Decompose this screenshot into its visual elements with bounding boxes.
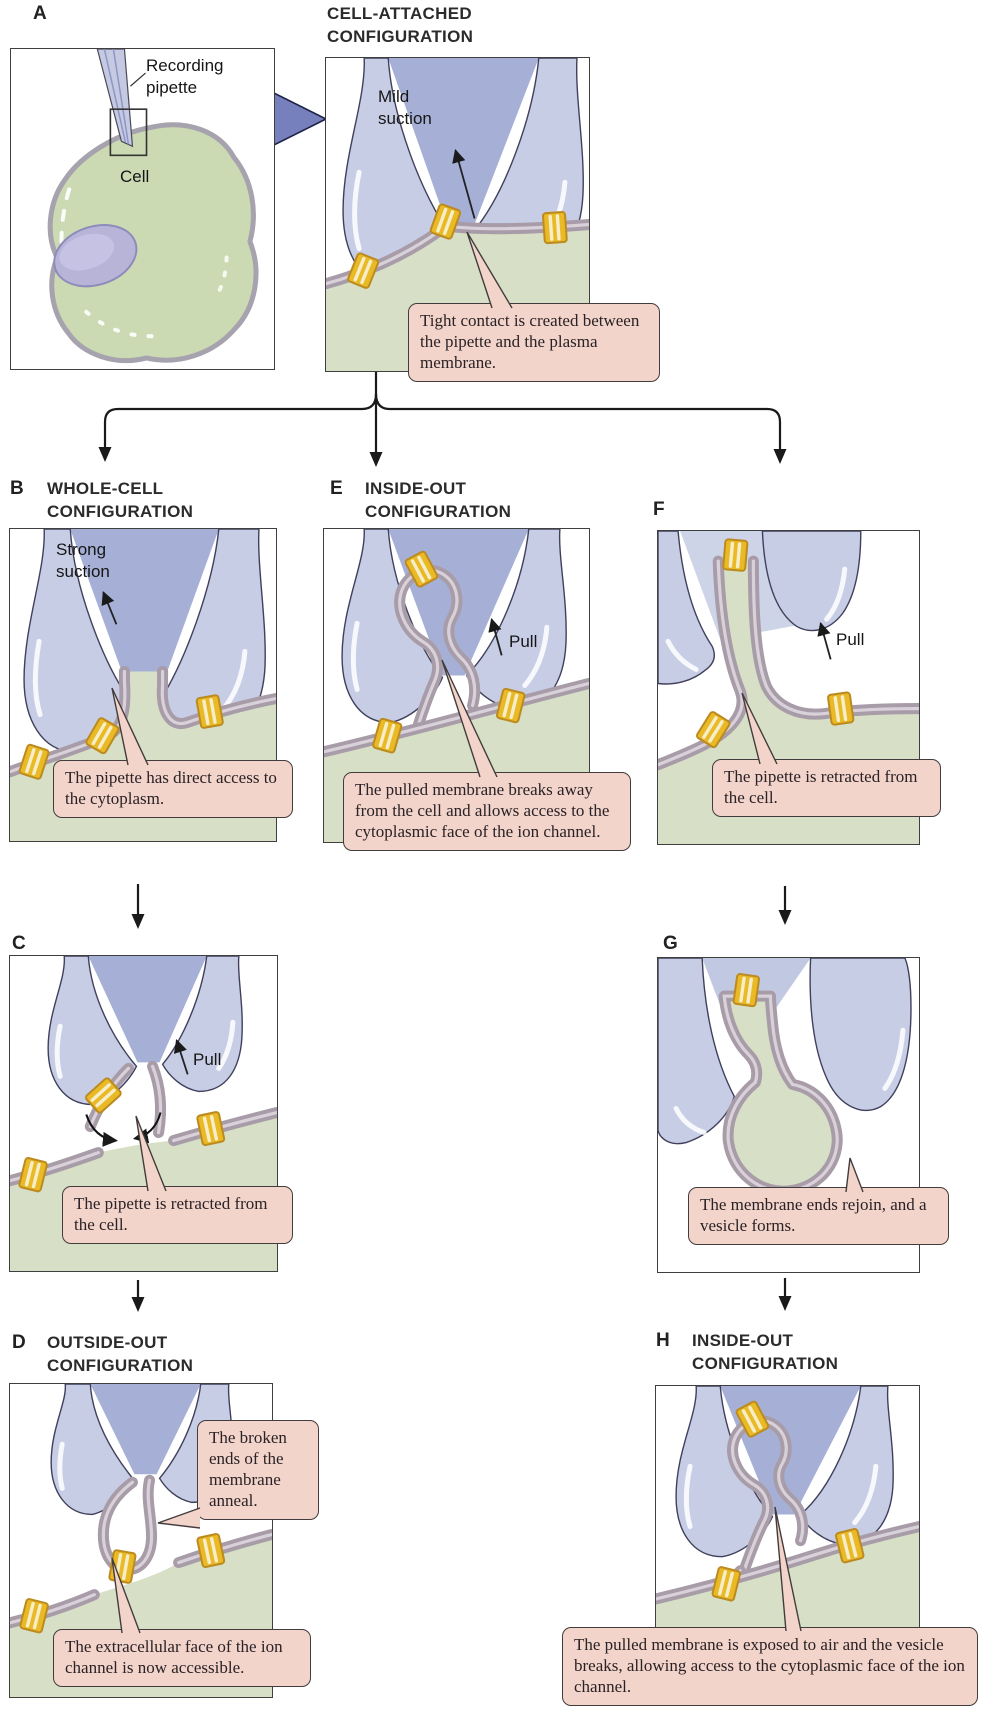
- branch-middle-arrowhead: [369, 452, 383, 467]
- title-inside-out-h-line2: CONFIGURATION: [692, 1354, 839, 1373]
- pipette: [23, 529, 266, 753]
- title-inside-out-e: INSIDE-OUT CONFIGURATION: [365, 477, 511, 523]
- title-cell-attached: CELL-ATTACHED CONFIGURATION: [327, 2, 473, 48]
- title-outside-out: OUTSIDE-OUT CONFIGURATION: [47, 1331, 193, 1377]
- title-cell-attached-line2: CONFIGURATION: [327, 27, 474, 46]
- ion-channel: [732, 972, 761, 1008]
- title-outside-out-line1: OUTSIDE-OUT: [47, 1333, 168, 1352]
- pull-arrow: [817, 621, 832, 660]
- callout-d-extracellular: The extracellular face of the ion channe…: [53, 1629, 311, 1687]
- pull-arrow: [173, 1038, 189, 1075]
- panel-g-illustration: [658, 958, 912, 1197]
- callout-c: The pipette is retracted from the cell.: [62, 1186, 293, 1244]
- callout-d-broken-ends: The broken ends of the membrane anneal.: [197, 1420, 319, 1520]
- strong-suction-arrow: [101, 590, 118, 625]
- cell-label: Cell: [120, 167, 150, 186]
- title-outside-out-line2: CONFIGURATION: [47, 1356, 194, 1375]
- title-inside-out-h: INSIDE-OUT CONFIGURATION: [692, 1329, 838, 1375]
- panel-letter-a: A: [33, 3, 47, 24]
- branch-left-line: [103, 393, 378, 451]
- panel-a-illustration: [47, 49, 259, 364]
- title-whole-cell: WHOLE-CELL CONFIGURATION: [47, 477, 193, 523]
- panel-h: [655, 1385, 920, 1630]
- title-inside-out-e-line2: CONFIGURATION: [365, 502, 512, 521]
- panel-a: [10, 48, 275, 370]
- title-whole-cell-line2: CONFIGURATION: [47, 502, 194, 521]
- panel-h-illustration: [656, 1386, 919, 1629]
- mild-suction-label: Mild suction: [378, 87, 432, 128]
- pull-label-c: Pull: [193, 1050, 222, 1069]
- branch-right-line: [374, 393, 782, 453]
- panel-letter-c: C: [12, 933, 26, 954]
- title-cell-attached-line1: CELL-ATTACHED: [327, 4, 472, 23]
- pull-arrow: [488, 617, 503, 656]
- title-inside-out-e-line1: INSIDE-OUT: [365, 479, 467, 498]
- recording-pipette-label: Recording pipette: [146, 56, 224, 97]
- pipette: [47, 956, 243, 1106]
- mild-suction-arrow: [452, 148, 476, 219]
- pipette: [658, 958, 912, 1145]
- panel-letter-b: B: [10, 478, 24, 499]
- panel-letter-e: E: [330, 478, 343, 499]
- ion-channel: [195, 1532, 226, 1569]
- callout-b: The pipette has direct access to the cyt…: [53, 760, 293, 818]
- ion-channel: [826, 691, 855, 727]
- ion-channel: [195, 693, 225, 730]
- cell: [47, 122, 259, 364]
- title-inside-out-h-line1: INSIDE-OUT: [692, 1331, 794, 1350]
- callout-cell-attached: Tight contact is created between the pip…: [408, 303, 660, 382]
- nucleus: [53, 224, 138, 288]
- pipette: [658, 531, 862, 685]
- callout-f: The pipette is retracted from the cell.: [712, 759, 941, 817]
- callout-g: The membrane ends rejoin, and a vesicle …: [688, 1187, 949, 1245]
- strong-suction-label: Strong suction: [56, 540, 110, 581]
- callout-h: The pulled membrane is exposed to air an…: [562, 1627, 978, 1706]
- ion-channel: [721, 538, 749, 573]
- panel-letter-h: H: [656, 1330, 670, 1351]
- pipette-leader-line: [130, 72, 146, 87]
- pull-label-f: Pull: [836, 630, 865, 649]
- ion-channel: [541, 210, 568, 245]
- recording-pipette: [96, 49, 148, 157]
- ion-channel: [195, 1110, 226, 1147]
- title-whole-cell-line1: WHOLE-CELL: [47, 479, 164, 498]
- panel-letter-f: F: [653, 499, 665, 520]
- panel-letter-d: D: [12, 1332, 26, 1353]
- zoom-box: [109, 108, 148, 157]
- pull-label-e: Pull: [509, 632, 538, 651]
- branch-right-arrowhead: [773, 449, 787, 464]
- panel-letter-g: G: [663, 933, 678, 954]
- callout-e: The pulled membrane breaks away from the…: [343, 772, 631, 851]
- branch-left-arrowhead: [98, 447, 112, 462]
- ion-channel: [107, 1548, 137, 1585]
